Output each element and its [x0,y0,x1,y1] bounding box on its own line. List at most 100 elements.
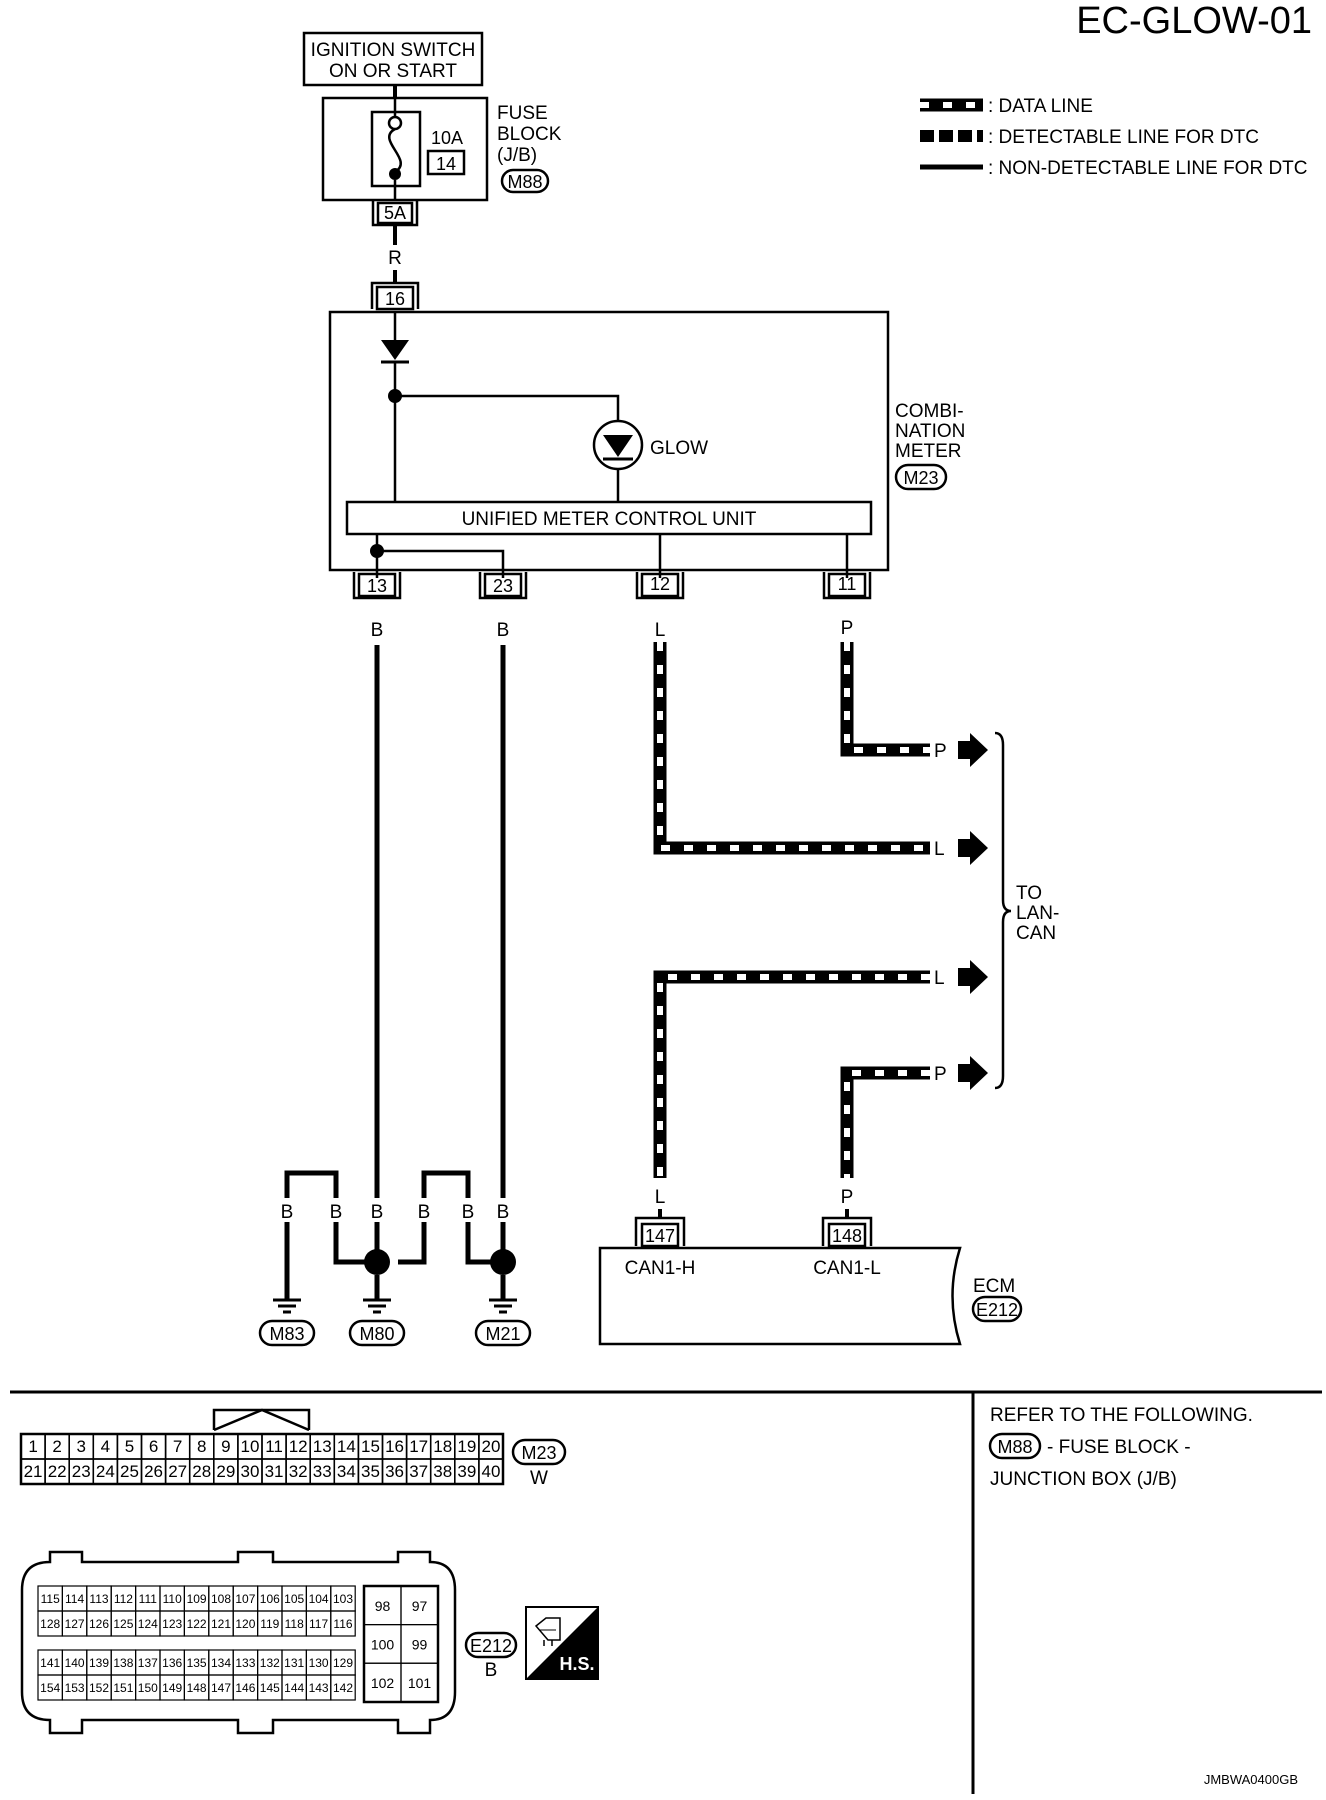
m23-pin-number: 5 [125,1437,134,1456]
wire-out-p1: P [934,741,947,762]
e212-face-color: B [485,1660,498,1681]
fuse-block-connector: M88 [507,172,542,192]
control-unit-box [345,500,873,536]
page-code: EC-GLOW-01 [1076,0,1312,42]
meter-pin-11: 11 [838,574,857,594]
ground-label-m83: M83 [269,1324,304,1344]
wire-out-p2: P [934,1064,947,1085]
glow-label: GLOW [650,438,708,459]
ecm-pin-148: 148 [832,1226,862,1246]
e212-pin-number: 117 [309,1617,328,1631]
e212-pin-number: 131 [284,1656,304,1670]
legend-non-detectable: : NON-DETECTABLE LINE FOR DTC [988,158,1308,179]
ground-splice-m21 [490,1249,516,1275]
ignition-line2: ON OR START [329,61,457,82]
legend-detectable: : DETECTABLE LINE FOR DTC [988,127,1259,148]
e212-pin-number: 139 [89,1656,109,1670]
wire-color-gnd6: B [497,1202,510,1223]
e212-pin-number: 140 [65,1656,85,1670]
meter-name3: METER [895,441,962,462]
lan-can-brace [994,731,1012,1090]
to-lan-line2: LAN- [1016,903,1059,924]
ecm-connector: E212 [976,1300,1018,1320]
ground-icon-m83 [273,1298,301,1314]
ignition-line1: IGNITION SWITCH [311,40,476,61]
ground-badge-m21 [474,1319,532,1347]
ecm-connector-badge [971,1295,1023,1323]
e212-pin-number: 118 [285,1617,304,1631]
m23-pin-number: 12 [289,1437,308,1456]
arrow-out-p2-icon [958,1056,988,1090]
m23-pin-number: 10 [240,1437,259,1456]
m23-pin-number: 40 [481,1462,500,1481]
e212-pin-number: 153 [65,1681,85,1695]
ecm-name: ECM [973,1276,1015,1297]
meter-name2: NATION [895,421,965,442]
meter-pin-12: 12 [650,574,670,594]
wire-color-gnd4: B [418,1202,431,1223]
m23-pin-number: 25 [120,1462,139,1481]
fuse-terminal-label: 5A [384,203,406,223]
e212-pin-number: 123 [162,1617,182,1631]
m23-pin-number: 34 [337,1462,356,1481]
m23-pin-number: 8 [197,1437,206,1456]
footer-code: JMBWA0400GB [1204,1772,1298,1787]
m23-pin-number: 16 [385,1437,404,1456]
m23-pin-number: 33 [313,1462,332,1481]
to-lan-line3: CAN [1016,923,1056,944]
fuse-terminal-top [387,115,403,131]
e212-pin-number: 107 [235,1592,255,1606]
ecm-box [598,1246,962,1346]
wire-color-ecm-p: P [841,1187,854,1208]
e212-pin-number: 105 [284,1592,304,1606]
ground-badge-m80 [348,1319,406,1347]
m23-pin-number: 4 [101,1437,110,1456]
e212-pin-number: 154 [40,1681,60,1695]
refer-connector: M88 [997,1437,1032,1457]
fuse-block-connector-badge [500,168,550,194]
ground-network [284,1170,516,1300]
m23-pin-number: 21 [24,1462,43,1481]
m23-pin-number: 2 [52,1437,61,1456]
meter-connector-badge [894,463,948,491]
e212-pin-number: 146 [235,1681,255,1695]
fuse-block: 10A 14 FUSE BLOCK (J/B) M88 [321,96,562,202]
legend: : DATA LINE : DETECTABLE LINE FOR DTC : … [920,96,1308,179]
e212-pin-number: 152 [89,1681,109,1695]
m23-pin-number: 28 [192,1462,211,1481]
e212-side-pin: 100 [371,1637,395,1653]
fuse-block-line2: BLOCK [497,124,562,145]
e212-pin-number: 125 [113,1617,133,1631]
fuse-icon [388,127,402,174]
ground-label-m21: M21 [485,1324,520,1344]
m23-pin-number: 1 [28,1437,37,1456]
e212-pin-number: 148 [187,1681,207,1695]
ground-splice-m80 [364,1249,390,1275]
e212-pin-number: 114 [65,1592,84,1606]
legend-data-line: : DATA LINE [988,96,1093,117]
wire-color-11: P [841,618,854,639]
m23-pin-number: 37 [409,1462,428,1481]
m23-pin-number: 38 [433,1462,452,1481]
e212-side-pin: 101 [408,1675,432,1691]
e212-pin-number: 124 [138,1617,158,1631]
e212-pin-number: 113 [89,1592,108,1606]
m23-pin-number: 9 [221,1437,230,1456]
e212-side-pin: 97 [412,1598,428,1614]
wire-color-ecm-l: L [655,1187,666,1208]
m23-pin-number: 7 [173,1437,182,1456]
meter-connector: M23 [903,468,938,488]
m23-pin-number: 11 [265,1437,283,1456]
e212-pin-number: 111 [139,1592,158,1606]
e212-pin-number: 112 [114,1592,133,1606]
e212-badge [464,1631,518,1659]
m23-pin-number: 30 [240,1462,259,1481]
e212-pin-number: 126 [89,1617,109,1631]
e212-pin-number: 133 [235,1656,255,1670]
meter-pin-13: 13 [367,576,387,596]
e212-pin-number: 103 [333,1592,353,1606]
meter-pin-23: 23 [493,576,513,596]
ground-icon-m21 [489,1298,517,1314]
